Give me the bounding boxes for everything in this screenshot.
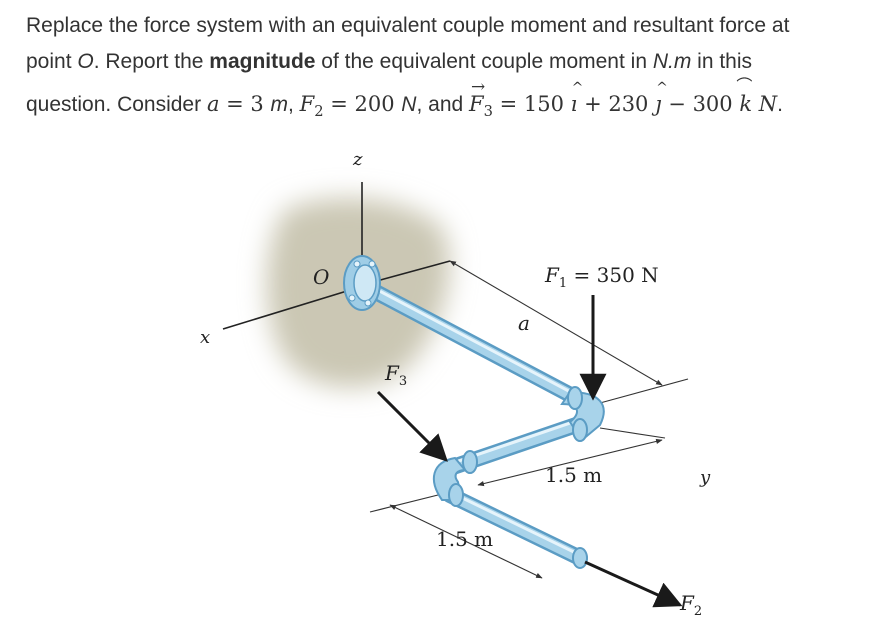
origin-label-o: O	[313, 265, 329, 289]
problem-line-2: point O. Report the magnitude of the equ…	[26, 44, 871, 80]
sep-1: ,	[287, 93, 300, 116]
elbow-2-coupling-a	[462, 450, 478, 474]
axis-label-x: x	[200, 327, 210, 348]
elbow-1-coupling-a	[567, 386, 583, 410]
axis-label-z: z	[352, 149, 363, 170]
point-o: O	[77, 50, 94, 73]
dim-label-1-5-m-lower: 1.5 m	[436, 527, 493, 551]
pipe-end-cap	[572, 547, 588, 569]
a-unit: m	[270, 93, 288, 116]
unit-vector-j: ȷ	[655, 70, 667, 122]
unit-vector-k: k	[736, 68, 752, 122]
period: .	[777, 93, 783, 116]
f3-sub: 3	[483, 103, 493, 121]
f2-symbol: F	[299, 92, 315, 116]
f3-label: F3	[384, 361, 407, 389]
problem-statement: Replace the force system with an equival…	[26, 8, 871, 130]
dim-1-5-lower-left-ext	[369, 491, 451, 513]
f3-vector-symbol: F	[469, 69, 485, 122]
dim-1-5-lower	[389, 504, 543, 579]
x-axis	[222, 286, 361, 330]
unit-nm: N.m	[652, 50, 692, 73]
f1-sub: 1	[559, 276, 567, 291]
force-f2-arrow	[584, 560, 683, 608]
y-ext-line	[599, 427, 666, 439]
f2-unit: N	[401, 93, 417, 116]
f2-label-symbol: F	[679, 591, 695, 615]
f3-unit: N	[752, 92, 778, 116]
a-symbol: a	[206, 92, 220, 116]
elbow-1-coupling-b	[572, 418, 588, 442]
a-dimension-line	[449, 260, 663, 386]
dim-label-1-5-m-upper: 1.5 m	[545, 463, 602, 487]
axis-label-y: y	[699, 467, 711, 488]
f1-value: = 350 N	[567, 263, 659, 287]
line2-before: point	[26, 50, 78, 73]
elbow-2-coupling-b	[448, 483, 464, 507]
f3-minus: − 300	[661, 92, 740, 116]
f3-eq: = 150	[492, 92, 571, 116]
f1-label: F1 = 350 N	[544, 263, 659, 291]
f3-plus: + 230	[577, 92, 656, 116]
problem-line-3: question. Consider a = 3 m, F2 = 200 N, …	[26, 68, 871, 130]
f2-sub: 2	[314, 103, 324, 121]
f3-label-symbol: F	[384, 361, 400, 385]
problem-line-1: Replace the force system with an equival…	[26, 14, 790, 37]
dim-1-5-upper	[477, 438, 663, 487]
force-f3-arrow	[376, 390, 448, 462]
sep-2: , and	[416, 93, 470, 116]
line2-after: of the equivalent couple moment in	[315, 50, 653, 73]
wall-flange	[343, 255, 381, 311]
line3-before: question. Consider	[26, 93, 207, 116]
f3-label-sub: 3	[399, 374, 407, 389]
line2-mid: . Report the	[93, 50, 210, 73]
a-ext-line	[599, 378, 689, 404]
f1-symbol: F	[544, 263, 560, 287]
bold-magnitude: magnitude	[209, 50, 316, 73]
a-value: = 3	[219, 92, 271, 116]
dim-label-a: a	[518, 311, 530, 335]
f2-label: F2	[679, 591, 702, 619]
f2-value: = 200	[323, 92, 402, 116]
f2-label-sub: 2	[694, 604, 702, 619]
unit-vector-i: ı	[571, 70, 583, 122]
